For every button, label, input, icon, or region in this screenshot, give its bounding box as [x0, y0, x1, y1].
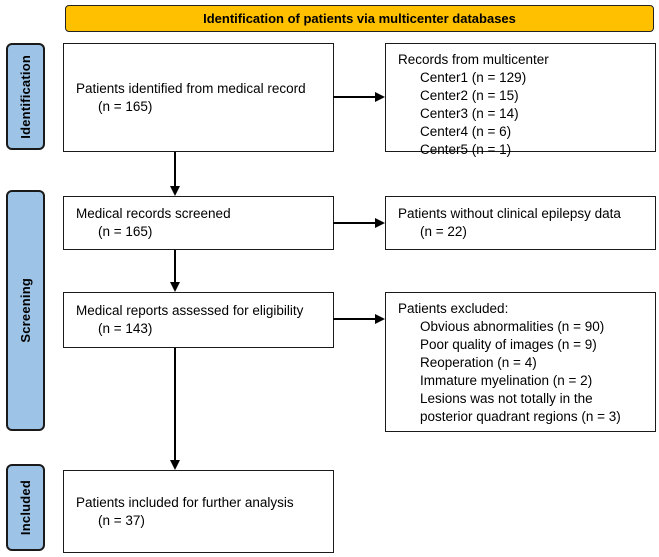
box-count: (n = 143): [98, 321, 153, 336]
arrowhead-down-icon: [170, 460, 180, 470]
box-reports-assessed: Medical reports assessed for eligibility…: [63, 292, 334, 348]
arrowhead-right-icon: [375, 314, 385, 324]
arrowhead-right-icon: [375, 218, 385, 228]
box-label: Patients included for further analysis: [76, 494, 294, 510]
side-box-title: Records from multicenter: [398, 52, 549, 67]
box-count: (n = 165): [98, 224, 153, 239]
side-box-title: Patients without clinical epilepsy data: [398, 206, 621, 221]
title-banner-label: Identification of patients via multicent…: [203, 11, 516, 26]
side-box-item: Lesions was not totally in the: [420, 391, 593, 406]
arrowhead-down-icon: [170, 186, 180, 196]
arrow-line: [333, 96, 376, 98]
box-label: Medical reports assessed for eligibility: [76, 303, 304, 318]
arrow-line: [174, 348, 176, 461]
stage-label-included: Included: [6, 464, 45, 551]
side-box-item: Immature myelination (n = 2): [420, 373, 593, 388]
side-box-item: Center3 (n = 14): [420, 106, 519, 121]
side-box-item: Center4 (n = 6): [420, 124, 512, 139]
stage-label-included-text: Included: [18, 479, 33, 536]
box-count: (n = 37): [98, 512, 145, 528]
arrowhead-right-icon: [375, 92, 385, 102]
box-label: Patients identified from medical record: [76, 80, 306, 96]
box-patients-identified: Patients identified from medical record …: [63, 43, 334, 152]
arrow-line: [333, 318, 376, 320]
arrow-line: [174, 250, 176, 283]
box-count: (n = 165): [98, 98, 153, 114]
side-box-item: Obvious abnormalities (n = 90): [420, 319, 605, 334]
side-box-item: (n = 22): [420, 224, 467, 239]
title-banner: Identification of patients via multicent…: [65, 5, 654, 32]
box-multicenter-records: Records from multicenter Center1 (n = 12…: [385, 43, 656, 157]
box-patients-included: Patients included for further analysis (…: [63, 470, 334, 553]
box-label: Medical records screened: [76, 206, 231, 221]
side-box-item: Center1 (n = 129): [420, 70, 527, 85]
arrow-line: [174, 152, 176, 187]
stage-label-identification: Identification: [6, 43, 45, 150]
stage-label-screening-text: Screening: [18, 278, 33, 343]
side-box-item: posterior quadrant regions (n = 3): [420, 409, 621, 424]
side-box-item: Reoperation (n = 4): [420, 355, 537, 370]
side-box-item: Poor quality of images (n = 9): [420, 337, 597, 352]
arrowhead-down-icon: [170, 282, 180, 292]
box-records-screened: Medical records screened (n = 165): [63, 196, 334, 250]
box-without-epilepsy-data: Patients without clinical epilepsy data …: [385, 196, 656, 250]
side-box-item: Center2 (n = 15): [420, 88, 519, 103]
stage-label-identification-text: Identification: [18, 54, 33, 139]
box-patients-excluded: Patients excluded: Obvious abnormalities…: [385, 292, 656, 432]
arrow-line: [333, 222, 376, 224]
stage-label-screening: Screening: [6, 190, 45, 431]
side-box-title: Patients excluded:: [398, 301, 509, 316]
side-box-item: Center5 (n = 1): [420, 142, 512, 157]
